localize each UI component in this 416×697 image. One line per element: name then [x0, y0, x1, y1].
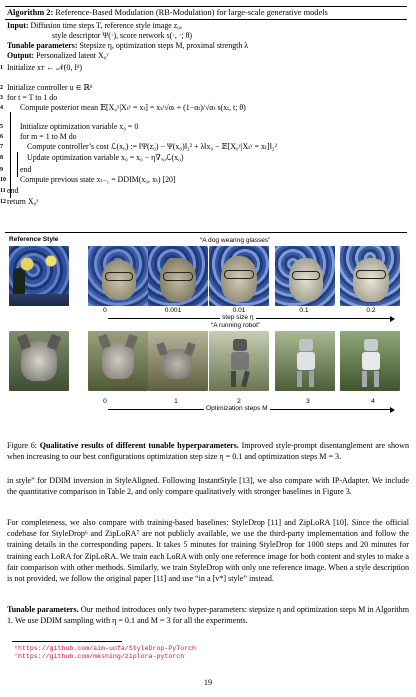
- algorithm-line-number: 6: [0, 134, 3, 140]
- robot-image-m-1: [148, 331, 208, 391]
- algorithm-line-number: 2: [0, 85, 3, 91]
- row2-tick-1: 1: [174, 398, 178, 405]
- reference-starry-night-image-1: [9, 246, 69, 306]
- algorithm-top-rule: [5, 6, 407, 8]
- for-loop-bar: [10, 112, 11, 198]
- footnote-6-link[interactable]: ⁶https://github.com/aim-uofa/StyleDrop-P…: [14, 645, 197, 652]
- body-paragraph-1: in style” for DDIM inversion in StyleAli…: [7, 476, 409, 497]
- algorithm-line-number: 9: [0, 167, 3, 173]
- algorithm-line-number: 12: [0, 199, 6, 205]
- robot-image-m-3: [275, 331, 335, 391]
- algorithm-line-text: for m = 1 to M do: [20, 132, 77, 141]
- dog-image-eta-001: [209, 246, 269, 306]
- algorithm-line-number: 8: [0, 155, 3, 161]
- algorithm-line-text: Initialize xᴛ ← 𝒩(0, Iᵈ): [7, 63, 83, 72]
- body-paragraph-3: Tunable parameters. Our method introduce…: [7, 605, 409, 626]
- algorithm-input-cont: style descriptor Ψ(·), score network s(·…: [52, 31, 192, 40]
- reference-style-label: Reference Style: [9, 236, 59, 243]
- row2-tick-4: 4: [371, 398, 375, 405]
- row2-axis-label: Optimization steps M: [204, 405, 270, 412]
- row2-tick-2: 2: [237, 398, 241, 405]
- row2-tick-3: 3: [306, 398, 310, 405]
- algorithm-bottom-rule: [5, 232, 407, 233]
- row1-tick-3: 0.1: [299, 307, 309, 314]
- algorithm-input: Input: Diffusion time steps T, reference…: [7, 21, 183, 30]
- robot-image-m-4: [340, 331, 400, 391]
- row1-axis-label: step size η: [220, 314, 256, 321]
- dog-image-eta-0001: [148, 246, 208, 306]
- dog-image-eta-0: [88, 246, 148, 306]
- row1-arrowhead-icon: [390, 315, 395, 322]
- algorithm-title-rule: [5, 19, 407, 20]
- robot-image-m-2: [209, 331, 269, 391]
- algorithm-line-number: 4: [0, 105, 3, 111]
- footnote-7-link[interactable]: ⁷https://github.com/mkshing/ziplora-pyto…: [14, 653, 185, 660]
- prompt-2-label: “A running robot”: [211, 322, 261, 329]
- row2-arrowhead-icon: [390, 406, 395, 413]
- row1-tick-2: 0.01: [232, 307, 246, 314]
- algorithm-line-number: 11: [0, 188, 6, 194]
- algorithm-title: Algorithm 2: Reference-Based Modulation …: [7, 8, 328, 17]
- row1-tick-1: 0.001: [164, 307, 182, 314]
- algorithm-line-number: 7: [0, 144, 3, 150]
- robot-image-m-0: [88, 331, 148, 391]
- algorithm-line-text: Initialize controller u ∈ ℝᵈ: [7, 83, 93, 92]
- dog-image-eta-01: [275, 246, 335, 306]
- algorithm-line-text: end: [7, 186, 19, 195]
- row1-tick-0: 0: [103, 307, 107, 314]
- body-paragraph-2: For completeness, we also compare with t…: [7, 518, 409, 584]
- algorithm-line-text: Compute controller’s cost ℒ(x₀) := ‖Ψ(z₀…: [27, 142, 277, 151]
- figure-caption: Figure 6: Qualitative results of differe…: [7, 441, 409, 461]
- row2-tick-0: 0: [103, 398, 107, 405]
- algorithm-line-number: 1: [0, 65, 3, 71]
- algorithm-line-text: Update optimization variable x₀ = x₀ − η…: [27, 153, 184, 162]
- algorithm-output: Output: Personalized latent X₀ʸ: [7, 51, 109, 60]
- algorithm-tunable: Tunable parameters: Stepsize η, optimiza…: [7, 41, 249, 50]
- algorithm-line-text: Compute previous state xₜ₋₁ = DDIM(x₀, x…: [20, 175, 176, 184]
- algorithm-line-number: 10: [0, 177, 6, 183]
- reference-wolf-image: [9, 331, 69, 391]
- row1-tick-4: 0.2: [366, 307, 376, 314]
- algorithm-line-text: Compute posterior mean 𝔼[X₀ʸ|Xₜʸ = xₜ] =…: [20, 103, 246, 112]
- page-number: 19: [203, 678, 213, 687]
- footnote-rule: [12, 641, 122, 642]
- algorithm-line-text: Initialize optimization variable x₀ = 0: [20, 122, 139, 131]
- prompt-1-label: “A dog wearing glasses”: [200, 237, 271, 244]
- algorithm-line-text: for t = T to 1 do: [7, 93, 58, 102]
- dog-image-eta-02: [340, 246, 400, 306]
- algorithm-line-number: 5: [0, 124, 3, 130]
- algorithm-line-number: 3: [0, 95, 3, 101]
- algorithm-line-text: return X₀ʸ: [7, 197, 39, 206]
- inner-loop-bar: [17, 152, 18, 177]
- algorithm-line-text: end: [20, 165, 32, 174]
